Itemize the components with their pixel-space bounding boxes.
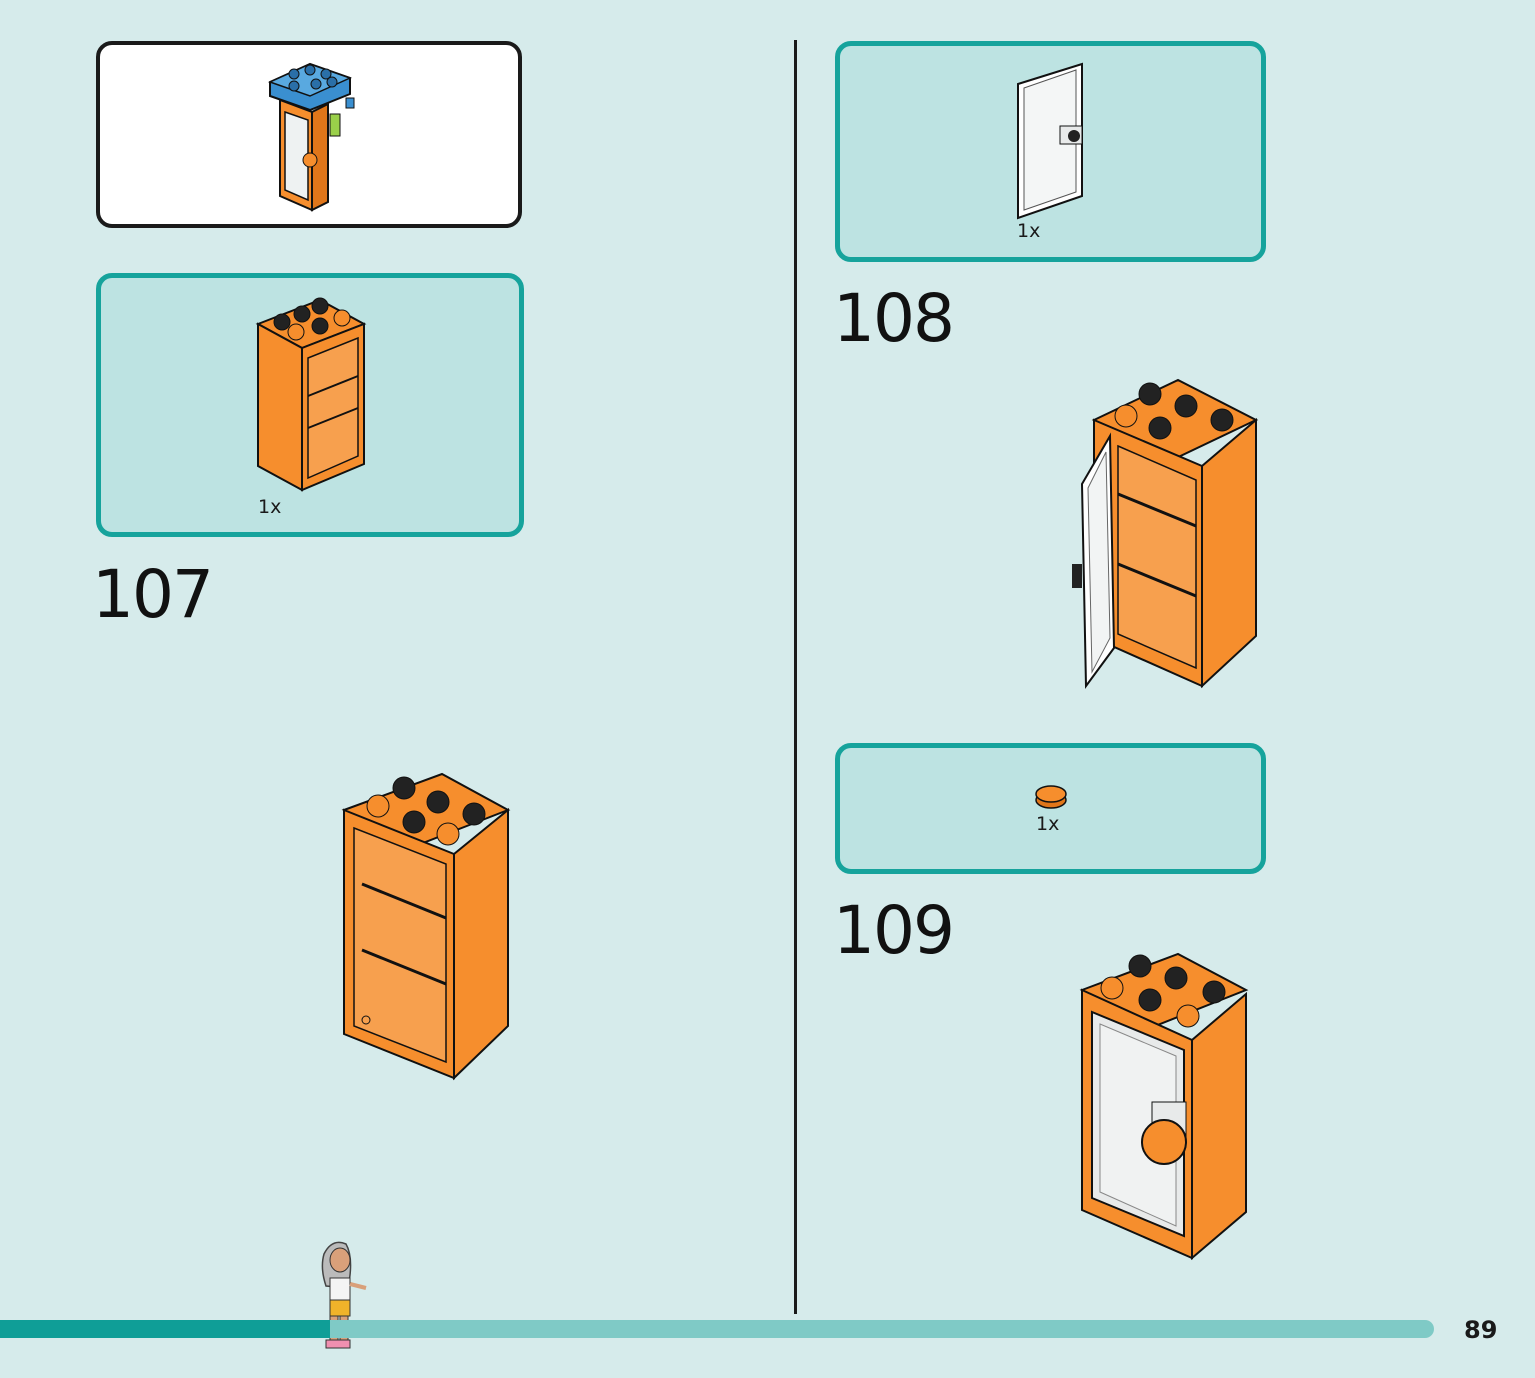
step-108-number: 108 xyxy=(833,280,955,357)
step-109-part-tile-image xyxy=(1035,785,1067,809)
step-108-part-qty: 1x xyxy=(1017,220,1041,242)
step-107-cupboard-image xyxy=(341,772,511,1081)
progress-bar-track xyxy=(0,1320,1434,1338)
step-107-part-qty: 1x xyxy=(258,496,282,518)
progress-bar-fill xyxy=(0,1320,330,1338)
step-108-part-door-image xyxy=(1017,62,1083,220)
step-108-cupboard-open-door-image xyxy=(1072,378,1259,689)
page-number: 89 xyxy=(1464,1316,1498,1344)
step-107-part-cupboard-image xyxy=(255,297,367,492)
submodel-fridge-image xyxy=(267,62,355,212)
step-109-number: 109 xyxy=(833,892,955,969)
step-109-cupboard-closed-image xyxy=(1079,952,1249,1261)
step-107-number: 107 xyxy=(92,556,214,633)
step-109-part-qty: 1x xyxy=(1036,813,1060,835)
step-109-parts-box xyxy=(835,743,1266,874)
page-divider xyxy=(794,40,797,1314)
